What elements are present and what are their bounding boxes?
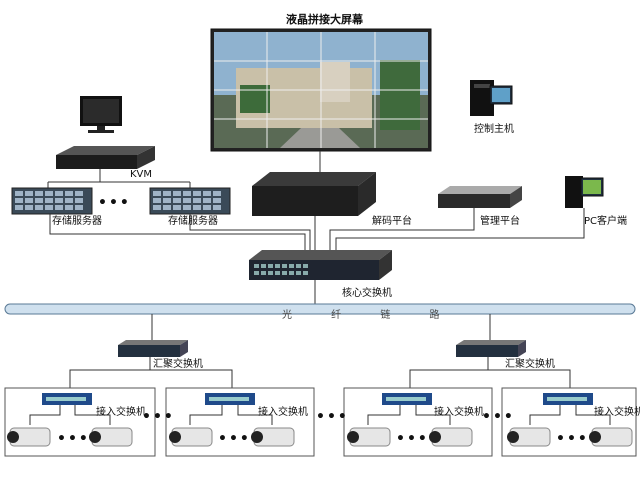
storage-server-label-2: 存储服务器 — [168, 216, 218, 227]
storage-ellipsis: ••• — [98, 195, 131, 211]
storage-server-1 — [11, 187, 93, 215]
camera-1 — [7, 427, 51, 447]
camera-ellipsis-4: ••• — [556, 431, 589, 447]
camera-2 — [89, 427, 133, 447]
pc-client-label: PC客户端 — [584, 216, 628, 227]
group-ellipsis-right: ••• — [482, 409, 515, 425]
group-ellipsis-middle: ••• — [316, 409, 349, 425]
group-ellipsis-left: ••• — [142, 409, 175, 425]
kvm-monitor — [80, 96, 122, 133]
camera-7 — [507, 427, 551, 447]
management-server — [438, 186, 522, 208]
camera-4 — [251, 427, 295, 447]
access-switch-label-1: 接入交换机 — [96, 407, 146, 418]
storage-server-2 — [149, 187, 231, 215]
camera-6 — [429, 427, 473, 447]
control-host-label: 控制主机 — [474, 124, 514, 135]
storage-server-label-1: 存储服务器 — [52, 216, 102, 227]
camera-ellipsis-3: ••• — [396, 431, 429, 447]
camera-3 — [169, 427, 213, 447]
access-switch-device-3 — [382, 393, 432, 405]
kvm-device — [56, 146, 155, 169]
aggregation-switch-right — [456, 340, 526, 357]
kvm-label: KVM — [130, 169, 153, 180]
video-wall — [210, 28, 432, 152]
control-host-computer — [470, 80, 513, 116]
camera-ellipsis-2: ••• — [218, 431, 251, 447]
camera-5 — [347, 427, 391, 447]
access-switch-device-2 — [205, 393, 255, 405]
camera-ellipsis-1: ••• — [57, 431, 90, 447]
agg-switch-label-right: 汇聚交换机 — [505, 359, 555, 370]
fiber-link-label: 光 纤 链 路 — [282, 310, 458, 321]
manage-platform-label: 管理平台 — [480, 216, 520, 227]
camera-8 — [589, 427, 633, 447]
decode-platform-label: 解码平台 — [372, 216, 412, 227]
agg-switch-label-left: 汇聚交换机 — [153, 359, 203, 370]
fiber-link-bar — [4, 303, 636, 315]
core-switch-label: 核心交换机 — [342, 288, 392, 299]
pc-client-computer — [565, 176, 604, 208]
video-wall-title: 液晶拼接大屏幕 — [286, 13, 363, 26]
access-switch-device-4 — [543, 393, 593, 405]
decoder-device — [252, 172, 376, 216]
access-switch-label-4: 接入交换机 — [594, 407, 640, 418]
access-switch-label-2: 接入交换机 — [258, 407, 308, 418]
aggregation-switch-left — [118, 340, 188, 357]
access-switch-device-1 — [42, 393, 92, 405]
access-switch-label-3: 接入交换机 — [434, 407, 484, 418]
core-switch-device — [249, 250, 392, 280]
